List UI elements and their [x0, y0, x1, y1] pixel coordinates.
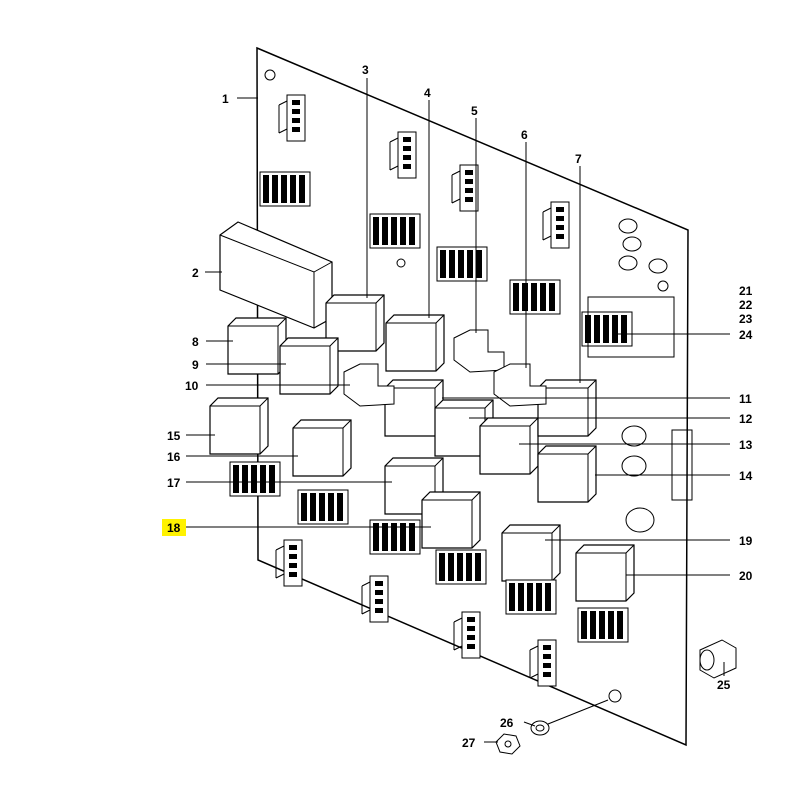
callout-21[interactable]: 21 — [739, 284, 753, 298]
callout-6[interactable]: 6 — [521, 128, 528, 142]
callout-19[interactable]: 19 — [739, 534, 753, 548]
callout-24[interactable]: 24 — [739, 328, 753, 342]
callout-22[interactable]: 22 — [739, 298, 753, 312]
callout-13[interactable]: 13 — [739, 438, 753, 452]
callout-23[interactable]: 23 — [739, 312, 753, 326]
callout-27[interactable]: 27 — [462, 736, 476, 750]
callout-18[interactable]: 18 — [167, 521, 181, 535]
callout-labels: 1 2 3 4 5 6 7 8 9 10 11 12 13 14 15 16 1… — [167, 63, 753, 750]
callout-12[interactable]: 12 — [739, 412, 753, 426]
leader-lines — [186, 78, 730, 743]
callout-20[interactable]: 20 — [739, 569, 753, 583]
callout-17[interactable]: 17 — [167, 476, 181, 490]
callout-16[interactable]: 16 — [167, 450, 181, 464]
callout-5[interactable]: 5 — [471, 104, 478, 118]
callout-14[interactable]: 14 — [739, 469, 753, 483]
callout-2[interactable]: 2 — [192, 266, 199, 280]
callout-7[interactable]: 7 — [575, 152, 582, 166]
callout-1[interactable]: 1 — [222, 92, 229, 106]
callout-11[interactable]: 11 — [739, 392, 752, 406]
callout-4[interactable]: 4 — [424, 86, 431, 100]
callout-3[interactable]: 3 — [362, 63, 369, 77]
callout-26[interactable]: 26 — [500, 716, 514, 730]
callout-25[interactable]: 25 — [717, 678, 731, 692]
callout-8[interactable]: 8 — [192, 335, 199, 349]
highlight-box-18 — [162, 519, 186, 536]
callout-9[interactable]: 9 — [192, 358, 199, 372]
callout-10[interactable]: 10 — [185, 379, 199, 393]
callout-15[interactable]: 15 — [167, 429, 181, 443]
